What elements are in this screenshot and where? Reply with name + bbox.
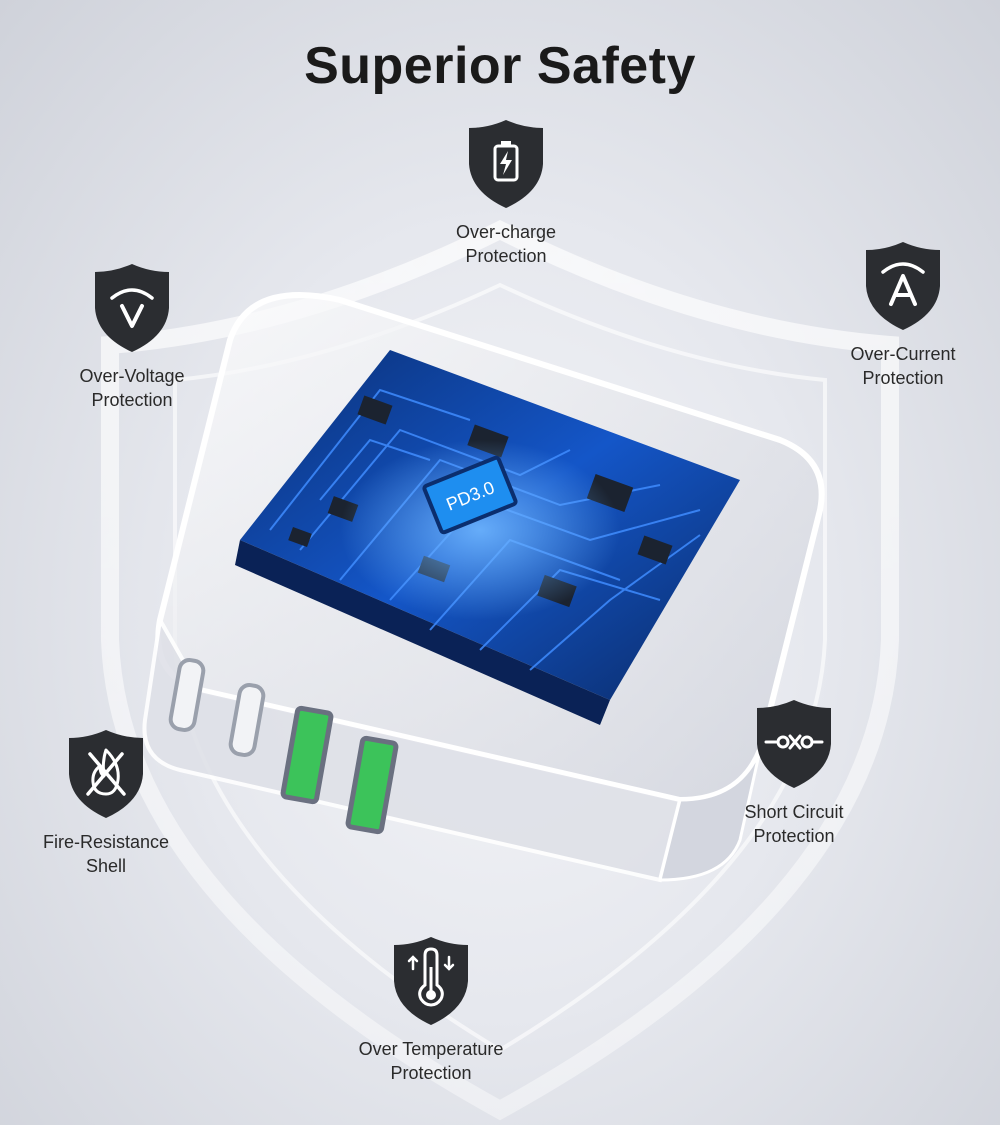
feature-line2: Shell	[85, 856, 127, 876]
feature-line2: Protection	[862, 368, 944, 388]
feature-line1: Over-charge	[455, 222, 557, 242]
feature-line2: Protection	[390, 1063, 472, 1083]
short-circuit-icon	[757, 700, 831, 788]
feature-over-current: Over-Current Protection	[783, 240, 1000, 390]
feature-line1: Fire-Resistance	[42, 832, 170, 852]
usb-c-port-1	[168, 658, 206, 732]
feature-short-circuit: Short Circuit Protection	[674, 698, 914, 848]
battery-charging-icon	[469, 120, 543, 208]
feature-over-voltage: Over-Voltage Protection	[12, 262, 252, 412]
feature-line2: Protection	[91, 390, 173, 410]
usb-a-port-1	[280, 705, 334, 805]
usb-a-port-2	[345, 735, 399, 835]
feature-line1: Over Temperature	[358, 1039, 504, 1059]
charger-illustration: PD3.0	[142, 292, 825, 883]
feature-line1: Over-Voltage	[79, 366, 185, 386]
voltage-v-icon	[95, 264, 169, 352]
feature-over-temperature: Over Temperature Protection	[311, 935, 551, 1085]
current-a-icon	[866, 242, 940, 330]
feature-fire-resistance: Fire-Resistance Shell	[0, 728, 226, 878]
feature-over-charge: Over-charge Protection	[386, 118, 626, 268]
feature-line2: Protection	[465, 246, 547, 266]
page-title: Superior Safety	[304, 37, 696, 95]
feature-line1: Short Circuit	[744, 802, 844, 822]
feature-line2: Protection	[753, 826, 835, 846]
feature-line1: Over-Current	[850, 344, 956, 364]
thermometer-icon	[394, 937, 468, 1025]
fire-resistance-icon	[69, 730, 143, 818]
usb-c-port-2	[228, 683, 266, 757]
